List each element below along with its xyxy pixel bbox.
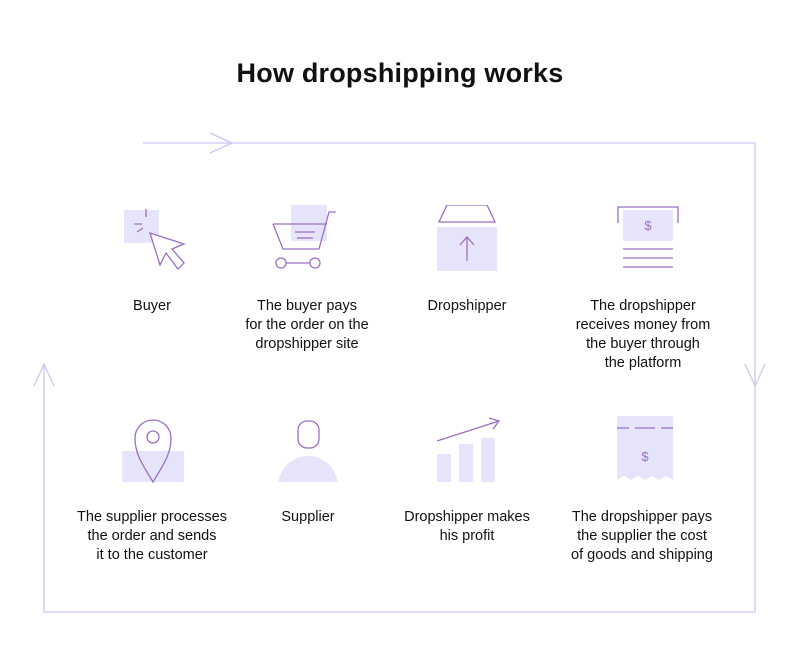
shopping-cart-icon [272, 205, 336, 269]
flow-line [43, 142, 756, 613]
cash-receipt-icon: $ [617, 206, 679, 268]
dollar-sign-icon: $ [644, 218, 652, 233]
step-buyer: Buyer [67, 205, 237, 316]
box-upload-icon [437, 205, 497, 271]
person-icon [278, 420, 338, 482]
invoice-icon: $ [617, 416, 673, 480]
dollar-sign-icon: $ [641, 449, 649, 464]
diagram-title: How dropshipping works [236, 58, 564, 88]
arrow-up-icon [33, 362, 55, 387]
cursor-click-icon [124, 209, 186, 270]
step-label: Dropshipper [427, 298, 507, 314]
arrow-right-icon [209, 132, 234, 154]
step-dropshipper: Dropshipper [382, 205, 552, 316]
step-label: Supplier [281, 509, 335, 525]
map-pin-icon [122, 419, 184, 484]
step-label: Buyer [133, 298, 171, 314]
arrow-down-icon [744, 363, 766, 388]
growth-chart-icon [436, 417, 501, 482]
step-supplier: Supplier [223, 416, 393, 527]
